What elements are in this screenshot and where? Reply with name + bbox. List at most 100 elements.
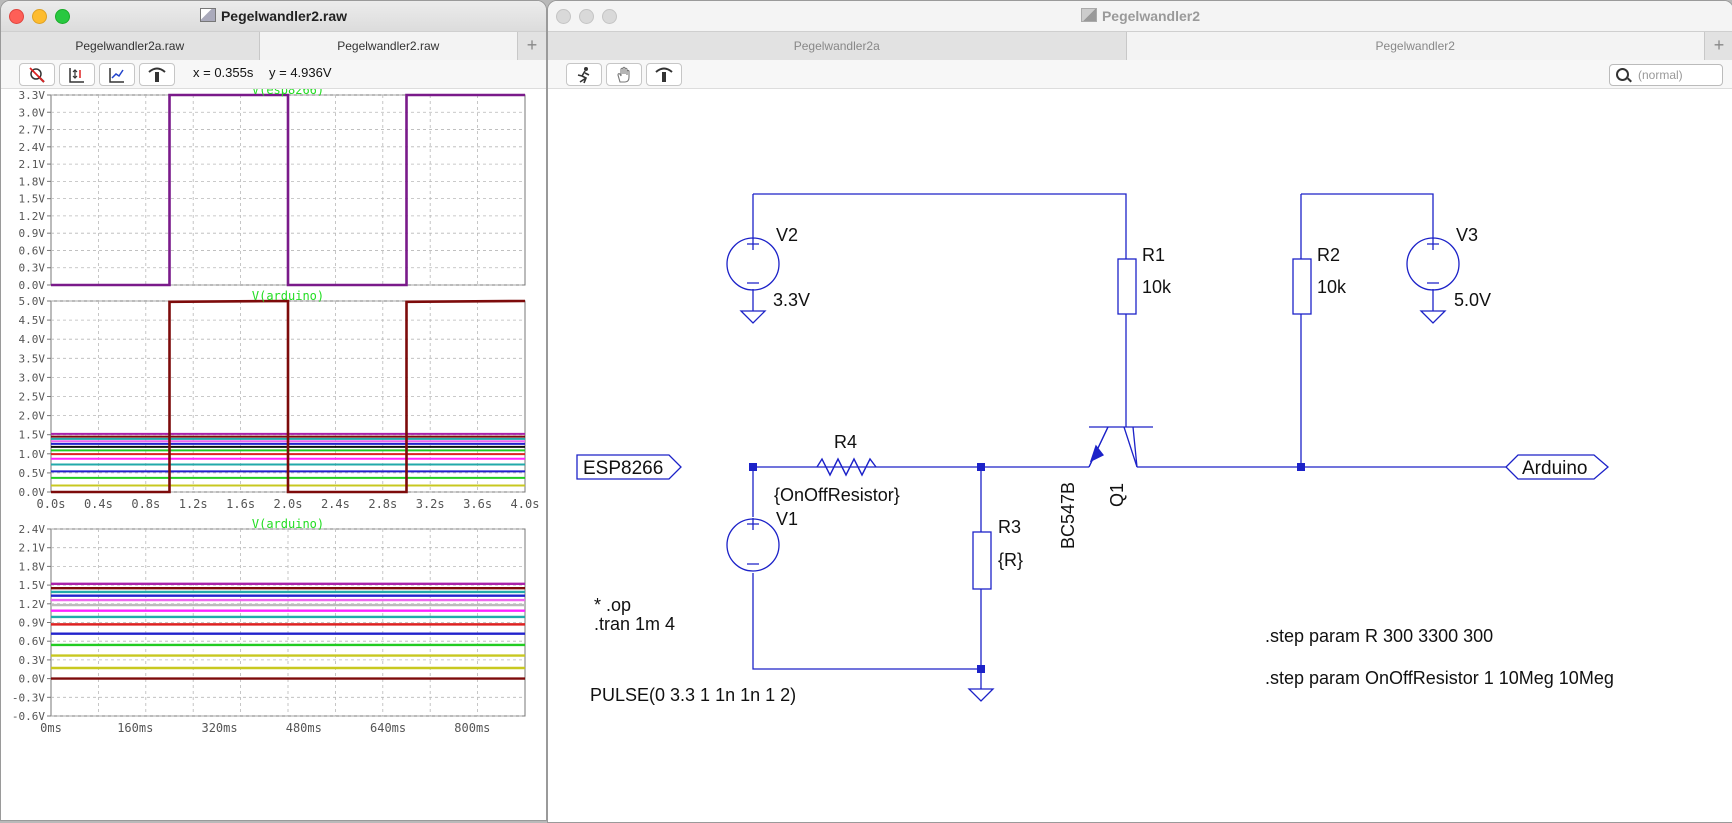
x-tick-label: 480ms [286,721,322,735]
directive-step-onoff[interactable]: .step param OnOffResistor 1 10Meg 10Meg [1265,668,1614,688]
schematic-tabbar: Pegelwandler2a Pegelwandler2 + [548,31,1732,61]
r4-value: {OnOffResistor} [774,485,900,505]
close-button[interactable] [9,9,24,24]
y-tick-label: 2.4V [19,523,46,536]
add-tab-button[interactable]: + [526,35,538,55]
r3-name: R3 [998,517,1021,537]
pan-button[interactable] [606,63,642,86]
resistor-r1[interactable]: R1 10k [1117,245,1172,315]
autorange-icon [69,68,84,83]
x-tick-label: 160ms [117,721,153,735]
directive-step-r[interactable]: .step param R 300 3300 300 [1265,626,1493,646]
y-tick-label: -0.3V [12,691,45,704]
run-button[interactable] [566,63,602,86]
y-tick-label: 0.3V [19,654,46,667]
voltage-source-v2[interactable]: V2 3.3V [726,225,810,324]
x-tick-label: 2.4s [321,497,350,511]
x-tick-label: 4.0s [511,497,540,511]
esp8266-port-label: ESP8266 [583,458,663,479]
y-tick-label: 1.2V [19,598,46,611]
x-tick-label: 320ms [201,721,237,735]
v3-name: V3 [1456,225,1478,245]
search-field[interactable]: (normal) [1609,64,1723,86]
plot-pane-esp8266[interactable]: 3.3V3.0V2.7V2.4V2.1V1.8V1.5V1.2V0.9V0.6V… [19,89,526,292]
spice-directives: * .op .tran 1m 4 .step param R 300 3300 … [594,595,1614,688]
tab-pegelwandler2a-raw[interactable]: Pegelwandler2a.raw [1,32,260,60]
x-tick-label: 3.6s [463,497,492,511]
plot-pane-arduino-zoom[interactable]: 2.4V2.1V1.8V1.5V1.2V0.9V0.6V0.3V0.0V-0.3… [12,517,526,735]
esp8266-port[interactable]: ESP8266 [576,454,682,480]
minimize-button[interactable] [579,9,594,24]
tab-pegelwandler2[interactable]: Pegelwandler2 [1126,32,1705,60]
v2-value: 3.3V [773,290,810,310]
transistor-q1[interactable]: Q1 BC547B [1058,426,1153,549]
resistor-r4[interactable]: R4 {OnOffResistor} [774,432,900,505]
y-tick-label: 0.0V [19,673,46,686]
run-icon [577,67,590,84]
probe-button[interactable] [139,63,175,86]
window-title: Pegelwandler2.raw [220,8,348,24]
close-button[interactable] [556,9,571,24]
junctions [749,463,1305,673]
waveform-toolbar: x = 0.355s y = 4.936V [1,60,546,89]
arduino-port-label: Arduino [1522,458,1588,479]
x-tick-label: 3.2s [416,497,445,511]
waveform-window: Pegelwandler2.raw Pegelwandler2a.raw Peg… [0,0,547,821]
directive-op[interactable]: * .op [594,595,631,615]
arduino-port[interactable]: Arduino [1505,454,1609,480]
axis-icon [109,68,124,83]
schematic-titlebar: Pegelwandler2 [548,1,1732,31]
x-tick-label: 0.4s [84,497,113,511]
pan-hand-icon [617,66,630,83]
r3-value: {R} [998,550,1023,570]
trace-title: V(esp8266) [252,89,324,97]
x-readout: x = 0.355s [193,65,254,80]
schematic-canvas[interactable]: ESP8266 Arduino V2 3.3V V3 5.0V R1 10k [548,89,1732,822]
tab-pegelwandler2-raw[interactable]: Pegelwandler2.raw [259,32,518,60]
v3-value: 5.0V [1454,290,1491,310]
y-tick-label: 2.1V [19,158,46,171]
x-tick-label: 640ms [370,721,406,735]
q1-model: BC547B [1058,482,1078,549]
zoom-button[interactable] [602,9,617,24]
minimize-button[interactable] [32,9,47,24]
v2-name: V2 [776,225,798,245]
search-icon [1616,68,1629,81]
r2-value: 10k [1317,277,1347,297]
voltage-source-v1[interactable]: V1 PULSE(0 3.3 1 1n 1n 1 2) [590,509,798,705]
directive-tran[interactable]: .tran 1m 4 [594,614,675,634]
zoom-button[interactable] [55,9,70,24]
y-tick-label: 1.2V [19,210,46,223]
y-tick-label: 1.5V [19,579,46,592]
probe-button[interactable] [646,63,682,86]
voltage-source-v3[interactable]: V3 5.0V [1406,225,1491,324]
x-tick-label: 1.2s [179,497,208,511]
y-tick-label: 5.0V [19,295,46,308]
x-tick-label: 2.0s [274,497,303,511]
resistor-r3[interactable]: R3 {R} [967,517,1023,702]
x-tick-label: 2.8s [368,497,397,511]
window-title: Pegelwandler2 [1101,8,1201,24]
y-tick-label: 4.5V [19,314,46,327]
y-tick-label: -0.6V [12,710,45,723]
axis-button[interactable] [99,63,135,86]
trace-line [51,93,525,287]
autorange-button[interactable] [59,63,95,86]
zoom-cancel-button[interactable] [19,63,55,86]
y-tick-label: 0.3V [19,262,46,275]
y-tick-label: 3.0V [19,106,46,119]
trace-title: V(arduino) [252,517,324,531]
plot-pane-arduino[interactable]: 5.0V4.5V4.0V3.5V3.0V2.5V2.0V1.5V1.0V0.5V… [19,289,540,511]
y-tick-label: 2.5V [19,391,46,404]
x-tick-label: 0.0s [37,497,66,511]
y-tick-label: 4.0V [19,333,46,346]
x-tick-label: 1.6s [226,497,255,511]
waveform-file-icon [199,8,216,22]
waveform-plots[interactable]: 3.3V3.0V2.7V2.4V2.1V1.8V1.5V1.2V0.9V0.6V… [1,89,546,821]
r1-value: 10k [1142,277,1172,297]
resistor-r2[interactable]: R2 10k [1292,245,1347,315]
tab-pegelwandler2a[interactable]: Pegelwandler2a [548,32,1127,60]
y-tick-label: 0.9V [19,617,46,630]
add-tab-button[interactable]: + [1713,35,1725,55]
y-tick-label: 1.8V [19,175,46,188]
